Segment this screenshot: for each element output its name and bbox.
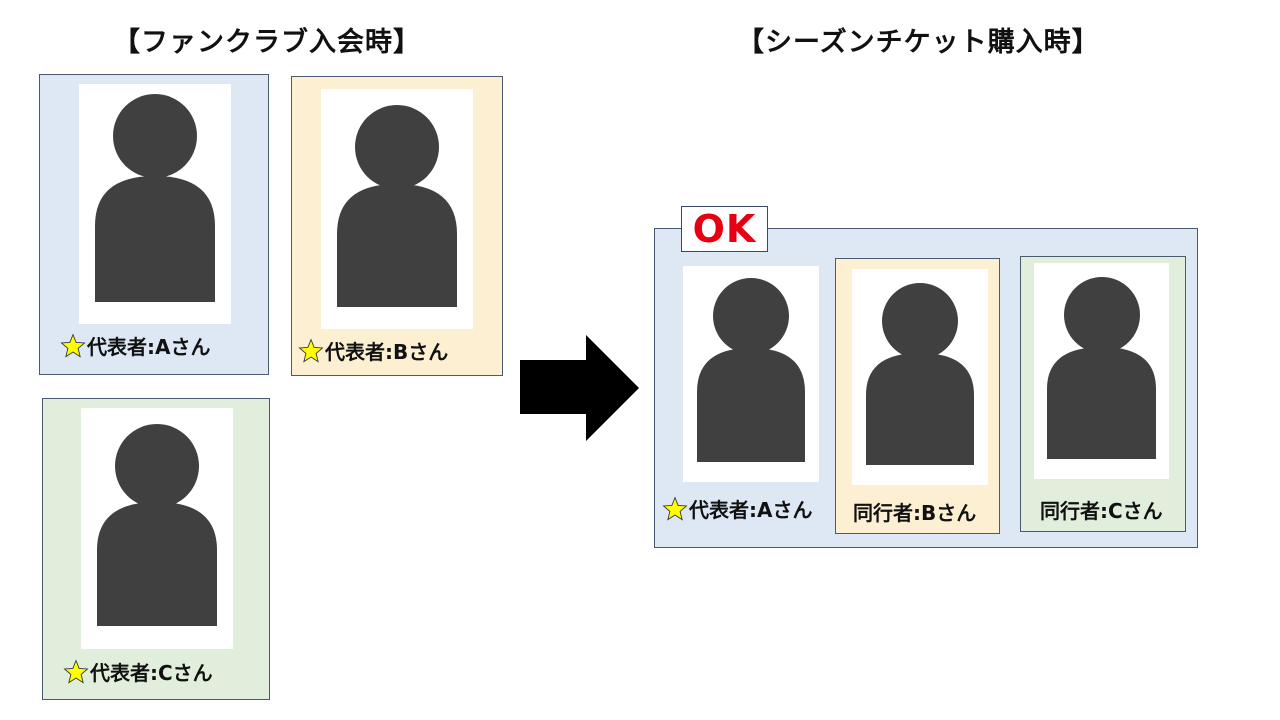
person-silhouette-icon — [95, 94, 215, 302]
member-label-text: 代表者:Cさん — [90, 661, 213, 685]
member-label-text: 代表者:Aさん — [87, 335, 211, 359]
person-silhouette-icon — [97, 424, 217, 626]
person-silhouette-icon — [866, 283, 974, 465]
member-label-text: 同行者:Cさん — [1040, 499, 1163, 523]
photo-frame — [81, 408, 233, 649]
companion-card-b: 同行者:Bさん — [835, 258, 1000, 534]
photo-frame — [683, 266, 819, 482]
companion-card-c: 同行者:Cさん — [1020, 256, 1186, 532]
ok-status-badge: OK — [681, 206, 768, 252]
member-label: 代表者:Aさん — [60, 331, 210, 360]
photo-frame — [852, 269, 988, 485]
star-icon — [298, 337, 324, 363]
star-icon — [60, 332, 86, 358]
member-label-text: 代表者:Aさん — [689, 498, 813, 522]
member-label-text: 代表者:Bさん — [325, 340, 449, 364]
star-icon — [63, 658, 89, 684]
photo-frame — [321, 89, 473, 329]
person-silhouette-icon — [697, 278, 805, 462]
photo-frame — [1034, 263, 1169, 479]
member-card-c: 代表者:Cさん — [42, 398, 270, 700]
left-section-title: 【ファンクラブ入会時】 — [113, 27, 421, 58]
star-icon — [662, 495, 688, 521]
member-card-a: 代表者:Aさん — [39, 74, 269, 375]
photo-frame — [79, 84, 231, 324]
member-label: 同行者:Bさん — [853, 497, 976, 526]
arrow-right-icon — [520, 335, 639, 441]
member-label: 代表者:Aさん — [662, 494, 812, 523]
member-label: 代表者:Bさん — [298, 336, 448, 365]
member-label: 代表者:Cさん — [63, 657, 213, 686]
member-card-b: 代表者:Bさん — [291, 76, 503, 376]
person-silhouette-icon — [337, 105, 457, 307]
member-label: 同行者:Cさん — [1040, 495, 1163, 524]
member-label-text: 同行者:Bさん — [853, 501, 977, 525]
person-silhouette-icon — [1047, 277, 1156, 459]
season-ticket-group: 代表者:Aさん 同行者:Bさん 同行者:Cさん — [654, 228, 1198, 548]
right-section-title: 【シーズンチケット購入時】 — [737, 27, 1100, 58]
